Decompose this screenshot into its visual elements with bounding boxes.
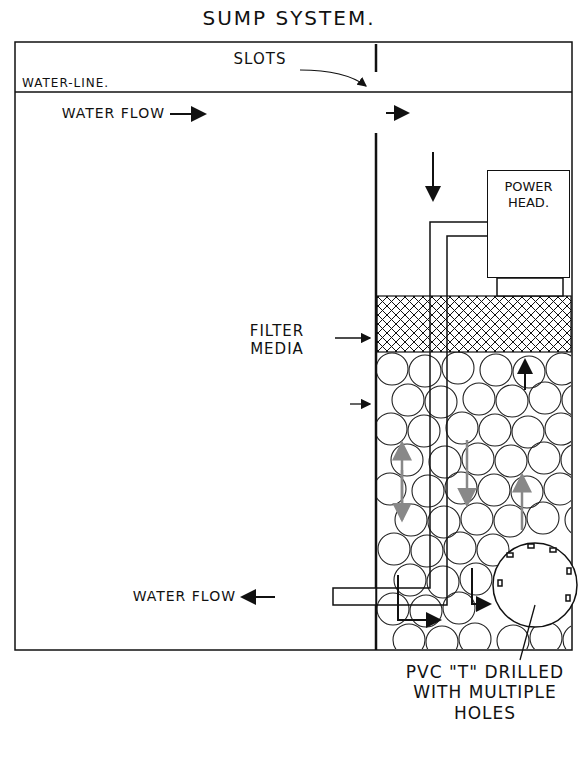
bio-ball bbox=[528, 442, 560, 474]
powerhead-box: POWER HEAD. bbox=[487, 170, 570, 278]
media-leader bbox=[350, 403, 370, 404]
bio-ball bbox=[460, 563, 492, 595]
flow-arrow bbox=[242, 596, 275, 598]
bio-ball bbox=[529, 382, 561, 414]
bio-ball bbox=[562, 384, 571, 416]
flow-arrow bbox=[386, 112, 408, 114]
flow-arrow bbox=[401, 470, 404, 520]
bio-ball bbox=[377, 353, 408, 385]
callout-label: WATER FLOW bbox=[108, 588, 236, 605]
bio-ball bbox=[445, 472, 477, 504]
bio-ball bbox=[546, 353, 571, 385]
bio-ball bbox=[478, 474, 510, 506]
bio-ball bbox=[392, 384, 424, 416]
bio-ball bbox=[444, 532, 476, 564]
bio-ball bbox=[395, 504, 427, 536]
outlet-pipe bbox=[376, 222, 487, 605]
flow-arrow bbox=[524, 360, 526, 390]
flow-arrow bbox=[466, 440, 469, 505]
filter-media-sponge bbox=[377, 296, 571, 352]
outlet-stub bbox=[333, 588, 376, 605]
flow-arrow bbox=[472, 568, 490, 604]
diagram-title: SUMP SYSTEM. bbox=[0, 6, 578, 30]
slots-leader bbox=[300, 70, 366, 86]
bio-ball bbox=[446, 412, 478, 444]
bio-ball bbox=[565, 504, 571, 536]
bio-ball bbox=[410, 595, 442, 627]
pvc-leader bbox=[520, 605, 535, 660]
bio-ball bbox=[496, 385, 528, 417]
bio-ball bbox=[411, 535, 443, 567]
node-text: POWER HEAD. bbox=[493, 179, 564, 210]
callout-label: PVC "T" DRILLED WITH MULTIPLE HOLES bbox=[395, 662, 575, 723]
baffle-wall bbox=[375, 133, 378, 650]
flow-arrow bbox=[432, 152, 434, 200]
water-line bbox=[15, 91, 572, 93]
bio-ball bbox=[408, 415, 440, 447]
powerhead-intake bbox=[497, 278, 563, 296]
callout-label: WATER FLOW bbox=[55, 105, 165, 122]
bio-ball bbox=[409, 355, 441, 387]
bio-ball bbox=[412, 475, 444, 507]
flow-arrow bbox=[170, 113, 205, 115]
slot-baffle bbox=[375, 44, 378, 72]
bio-ball bbox=[459, 623, 491, 649]
bio-ball bbox=[426, 626, 458, 649]
media-leader bbox=[335, 337, 370, 338]
callout-label: SLOTS bbox=[210, 50, 310, 68]
flow-arrow bbox=[398, 575, 440, 620]
tank-outline bbox=[15, 42, 572, 650]
bio-ball bbox=[480, 354, 512, 386]
bio-ball bbox=[443, 592, 475, 624]
drilled-holes bbox=[498, 544, 571, 601]
bio-ball bbox=[479, 414, 511, 446]
bio-ball bbox=[378, 533, 410, 565]
bio-ball bbox=[463, 383, 495, 415]
flow-arrow bbox=[521, 475, 524, 530]
bio-ball bbox=[527, 502, 559, 534]
bio-ball bbox=[544, 473, 571, 505]
callout-label: FILTER MEDIA bbox=[222, 322, 332, 358]
bio-ball bbox=[377, 413, 407, 445]
bio-ball bbox=[391, 444, 423, 476]
bio-ball bbox=[563, 624, 571, 649]
bio-ball bbox=[545, 413, 571, 445]
bio-ball bbox=[495, 445, 527, 477]
callout-label: WATER-LINE. bbox=[22, 76, 142, 90]
bio-ball bbox=[561, 444, 571, 476]
bio-ball bbox=[461, 503, 493, 535]
pvc-t-fitting bbox=[493, 543, 577, 627]
bio-ball bbox=[393, 624, 425, 649]
